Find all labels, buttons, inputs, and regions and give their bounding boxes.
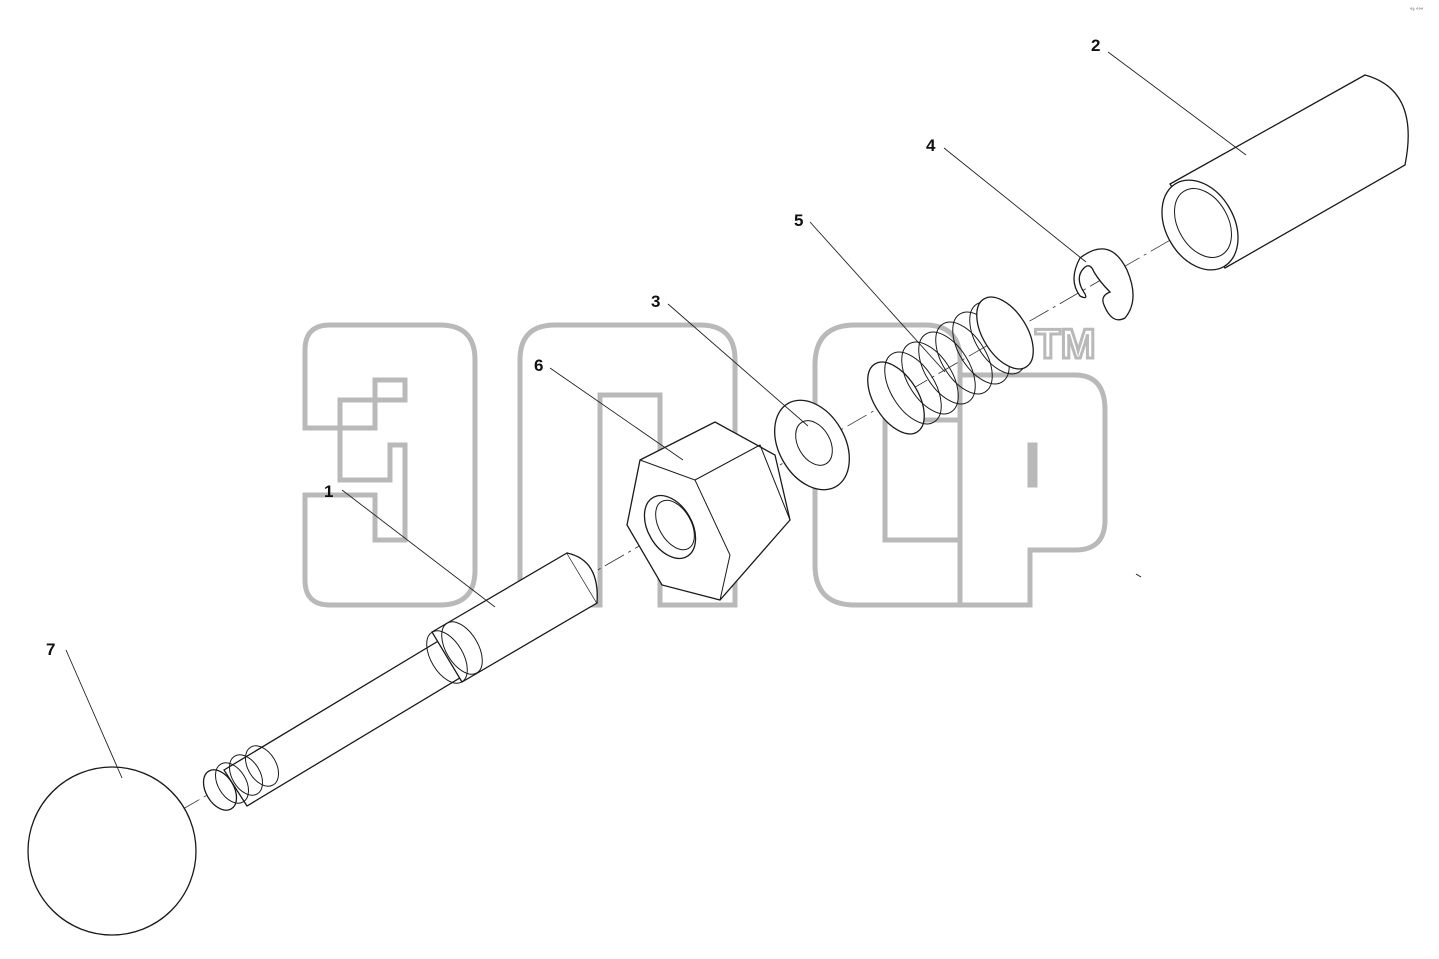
callout-2: 2 <box>1091 36 1100 55</box>
retaining-clip-icon <box>1073 248 1134 321</box>
stray-mark <box>1135 573 1142 578</box>
stepped-rod-icon <box>202 552 598 811</box>
trademark-mark: TM <box>1035 320 1096 367</box>
callout-6: 6 <box>534 356 543 375</box>
callout-1: 1 <box>324 482 333 501</box>
coil-spring-icon <box>867 296 1034 435</box>
callout-labels: 1 2 3 4 5 6 7 <box>46 36 1100 659</box>
callout-3: 3 <box>651 292 660 311</box>
flat-washer-icon <box>774 399 850 491</box>
callout-4: 4 <box>926 136 936 155</box>
sleeve-tube-icon <box>1161 74 1409 271</box>
corner-mark: °³ °°° <box>1410 8 1424 14</box>
hex-nut-icon <box>626 421 791 601</box>
knob-ball-icon <box>27 766 197 936</box>
callout-7: 7 <box>46 640 55 659</box>
callout-5: 5 <box>794 211 803 230</box>
leader-lines <box>65 51 1247 779</box>
watermark-logo: TM <box>302 319 1108 608</box>
